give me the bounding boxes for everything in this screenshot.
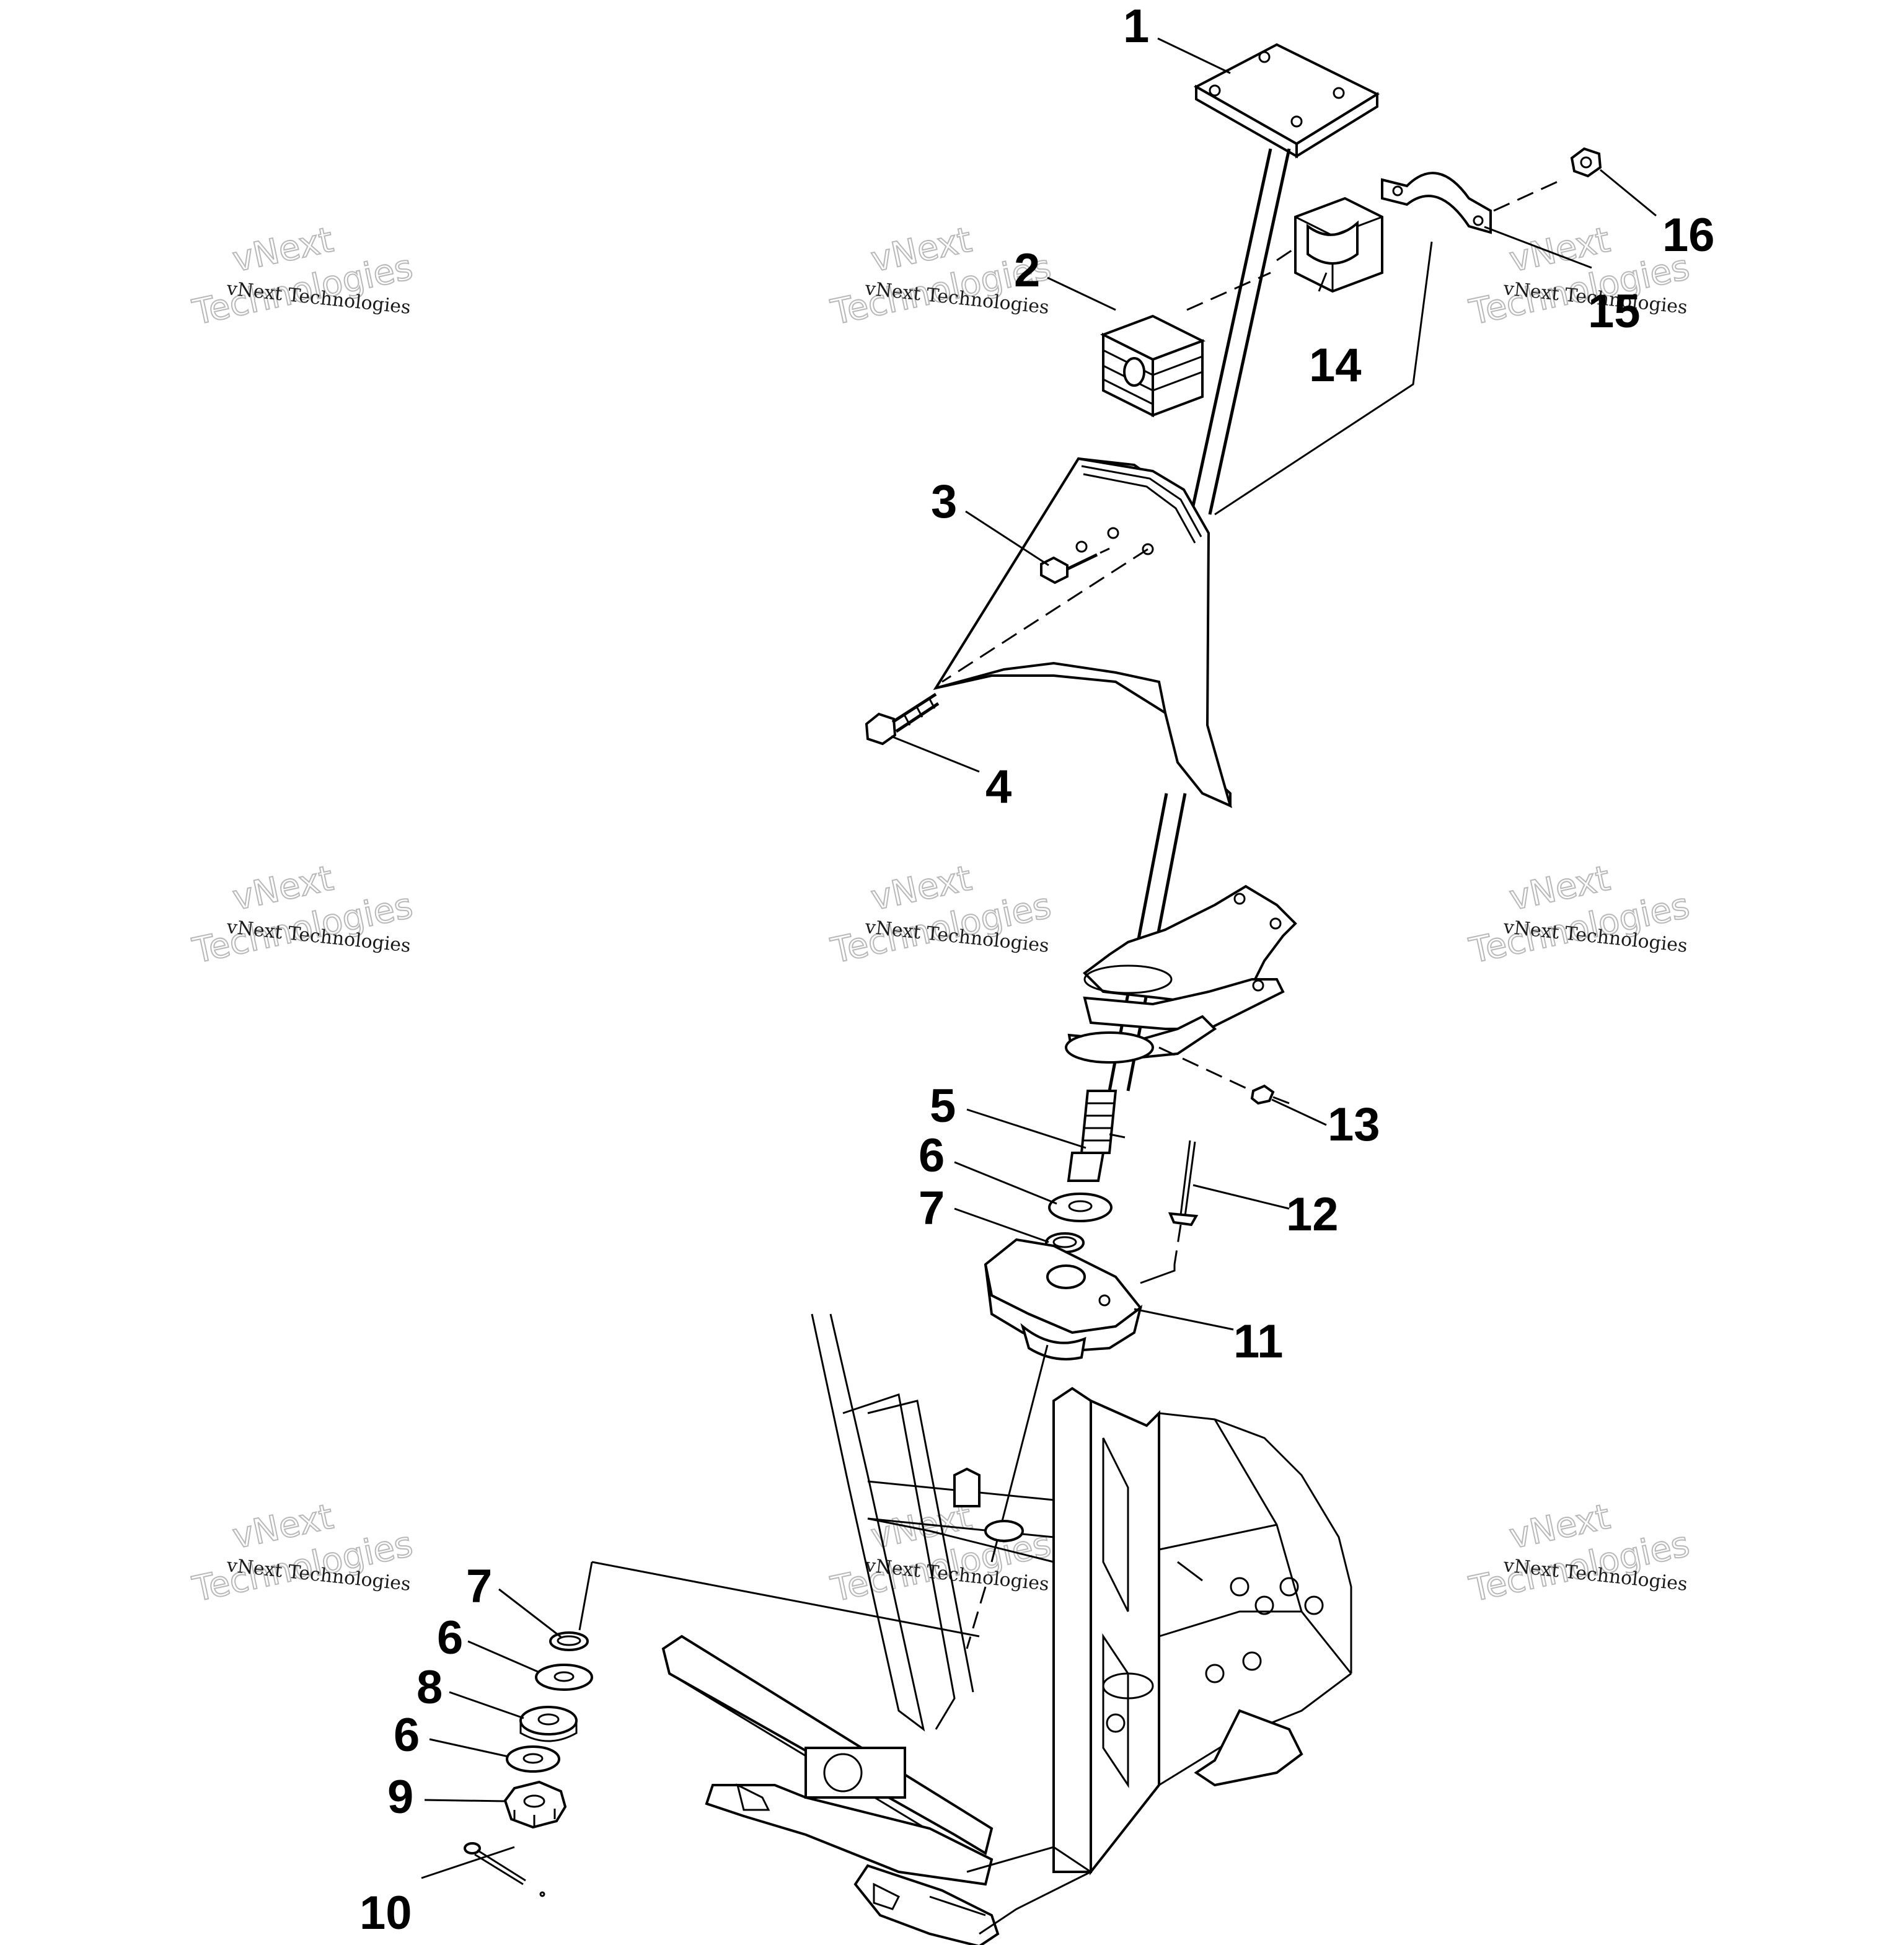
watermarks: vNext Technologies vNext Technologies vN… — [188, 219, 1693, 1610]
part-10-cotter-pin — [464, 1842, 545, 1897]
part-4-bolt — [865, 692, 940, 746]
label-9: 9 — [387, 1771, 413, 1824]
part-15-clamp — [1214, 172, 1562, 516]
label-6b: 6 — [437, 1612, 463, 1664]
label-6a: 6 — [919, 1129, 945, 1182]
part-6-washer-upper — [1048, 1193, 1113, 1222]
label-1: 1 — [1123, 0, 1149, 53]
part-2-bushing-block — [1100, 234, 1315, 418]
part-9-castle-nut — [503, 1780, 567, 1829]
part-16-nut — [1570, 147, 1602, 178]
mounting-bracket — [1065, 884, 1297, 1092]
part-8-bushing — [519, 1706, 578, 1742]
part-6-washer-lower-a — [535, 1664, 593, 1691]
part-14-bearing-half — [1294, 196, 1383, 293]
label-7b: 7 — [466, 1560, 492, 1613]
label-4: 4 — [985, 761, 1011, 813]
part-7-oring-lower — [549, 1631, 589, 1651]
steering-shroud — [933, 457, 1233, 808]
label-12: 12 — [1286, 1188, 1339, 1241]
part-12-pin — [1140, 1140, 1199, 1284]
label-7a: 7 — [919, 1182, 945, 1235]
leader-lines — [421, 37, 1657, 1879]
label-16: 16 — [1662, 209, 1715, 262]
label-6c: 6 — [394, 1709, 420, 1762]
label-3: 3 — [931, 475, 957, 528]
label-14: 14 — [1309, 339, 1362, 392]
label-5: 5 — [930, 1080, 956, 1132]
label-2: 2 — [1014, 244, 1040, 297]
part-5-shaft-spline — [1067, 1090, 1126, 1182]
label-8: 8 — [416, 1661, 443, 1714]
part-6-washer-lower-b — [506, 1745, 560, 1773]
label-13: 13 — [1328, 1098, 1380, 1151]
frame-chassis — [578, 1313, 1352, 1945]
label-11: 11 — [1233, 1315, 1283, 1368]
label-10: 10 — [359, 1887, 412, 1939]
part-labels: 1 2 3 4 5 6 7 11 12 13 14 15 16 7 6 8 6 … — [359, 0, 1715, 1939]
part-13-screw — [1250, 1084, 1290, 1105]
label-15: 15 — [1588, 285, 1641, 338]
